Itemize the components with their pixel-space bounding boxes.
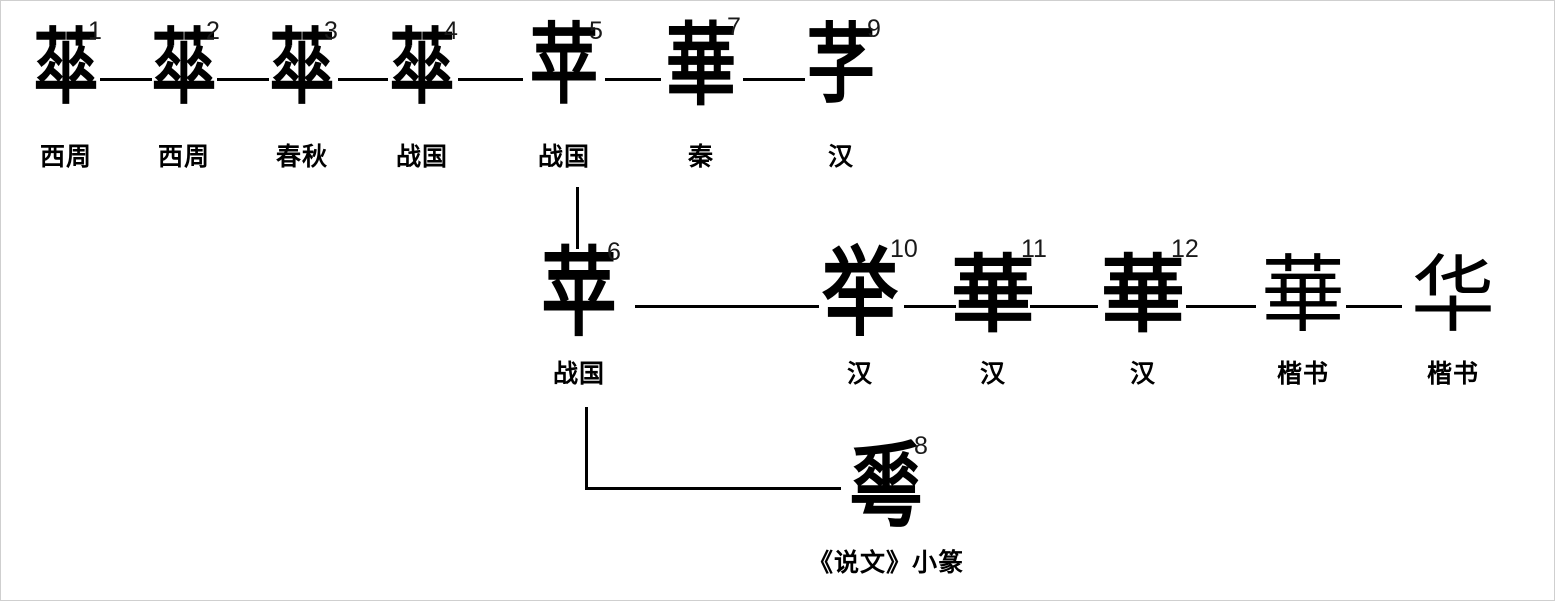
period-label-8: 《说文》小篆	[807, 548, 965, 577]
connector-13-to-14	[1346, 305, 1402, 308]
glyph-number-11: 11	[1021, 235, 1047, 263]
period-label-3: 春秋	[275, 142, 329, 171]
period-label-4: 战国	[395, 142, 449, 171]
glyph-number-4: 4	[444, 17, 458, 45]
period-label-2: 西周	[157, 142, 211, 171]
connector-5-to-7	[605, 78, 661, 81]
glyph-number-8: 8	[914, 432, 928, 460]
connector-5-to-6	[576, 187, 579, 249]
glyph-number-12: 12	[1171, 235, 1199, 263]
glyph-6: 苹	[541, 236, 617, 350]
period-label-14: 楷书	[1426, 359, 1480, 388]
connector-6-to-8-vertical	[585, 407, 588, 490]
connector-12-to-13	[1186, 305, 1256, 308]
glyph-12: 華	[1100, 245, 1186, 344]
glyph-3: 𦶎	[269, 19, 335, 117]
glyph-number-5: 5	[589, 17, 603, 45]
period-label-9: 汉	[827, 142, 855, 171]
glyph-8: 𠌶	[849, 430, 923, 541]
glyph-number-2: 2	[206, 17, 220, 45]
connector-7-to-9	[743, 78, 805, 81]
connector-3-to-4	[338, 78, 388, 81]
glyph-7: 華	[665, 12, 737, 118]
connector-6-to-8-horizontal	[585, 487, 841, 490]
period-label-13: 楷书	[1276, 359, 1330, 388]
glyph-1: 𦶎	[33, 19, 99, 117]
connector-10-to-11	[904, 305, 956, 308]
glyph-number-3: 3	[324, 17, 338, 45]
glyph-10: 举	[822, 236, 898, 350]
glyph-4: 𦶎	[389, 19, 455, 117]
glyph-number-10: 10	[890, 235, 918, 263]
connector-1-to-2	[100, 78, 152, 81]
connector-11-to-12	[1030, 305, 1098, 308]
connector-6-to-10	[635, 305, 819, 308]
period-label-10: 汉	[846, 359, 874, 388]
glyph-number-6: 6	[607, 238, 621, 266]
glyph-13: 華	[1260, 246, 1346, 344]
glyph-9: 芓	[806, 14, 876, 117]
period-label-6: 战国	[552, 359, 606, 388]
period-label-12: 汉	[1129, 359, 1157, 388]
period-label-11: 汉	[979, 359, 1007, 388]
glyph-number-7: 7	[727, 13, 741, 41]
glyph-2: 𦶎	[151, 19, 217, 117]
connector-2-to-3	[217, 78, 269, 81]
period-label-7: 秦	[687, 142, 715, 171]
period-label-1: 西周	[39, 142, 93, 171]
glyph-5: 苹	[529, 14, 599, 117]
glyph-number-1: 1	[88, 17, 102, 45]
glyph-number-9: 9	[867, 15, 881, 43]
connector-4-to-5	[458, 78, 523, 81]
period-label-5: 战国	[537, 142, 591, 171]
glyph-14: 华	[1410, 246, 1496, 344]
glyph-11: 華	[950, 245, 1036, 344]
